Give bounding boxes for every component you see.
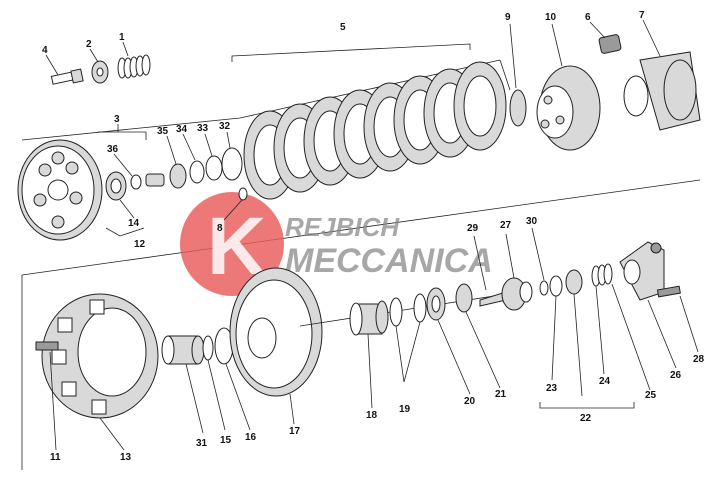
label-31: 31 xyxy=(196,438,208,449)
label-30: 30 xyxy=(526,216,538,227)
label-34: 34 xyxy=(176,124,188,135)
label-14: 14 xyxy=(128,218,140,229)
label-29: 29 xyxy=(467,223,479,234)
label-11: 11 xyxy=(50,452,61,463)
label-3: 3 xyxy=(114,114,120,125)
part-21-washer xyxy=(455,283,473,313)
part-31-sleeve xyxy=(161,335,205,365)
label-4: 4 xyxy=(42,45,48,56)
part-14-bearing xyxy=(105,171,127,201)
label-32: 32 xyxy=(219,121,231,132)
part-20-bearing xyxy=(426,287,446,321)
label-8: 8 xyxy=(217,223,223,234)
watermark-line2: MECCANICA xyxy=(285,242,493,280)
part-25-spring xyxy=(591,263,613,287)
label-17: 17 xyxy=(289,426,301,437)
part-19-circlip-a xyxy=(389,297,403,327)
label-25: 25 xyxy=(645,390,657,401)
part-24-washer xyxy=(565,269,583,295)
part-26-slave-cylinder xyxy=(619,241,665,301)
part-35-nut xyxy=(169,163,187,189)
watermark-logo: K REJBICH MECCANICA xyxy=(180,192,493,296)
part-10-clutch-hub xyxy=(536,65,601,151)
label-6: 6 xyxy=(585,12,591,23)
label-35: 35 xyxy=(157,126,169,137)
part-30-seal xyxy=(539,280,549,296)
leader-lines xyxy=(45,19,699,451)
part-4-bolt xyxy=(50,68,84,85)
label-36: 36 xyxy=(107,144,119,155)
label-27: 27 xyxy=(500,220,512,231)
label-24: 24 xyxy=(599,376,611,387)
part-19-circlip-b xyxy=(413,293,427,323)
label-9: 9 xyxy=(505,12,511,23)
label-18: 18 xyxy=(366,410,378,421)
label-13: 13 xyxy=(120,452,132,463)
part-12-pressure-plate xyxy=(17,139,103,241)
label-26: 26 xyxy=(670,370,682,381)
part-36-circlip xyxy=(130,174,142,190)
part-28-bolt xyxy=(656,285,681,298)
shaft-line xyxy=(299,291,521,327)
part-27-piston xyxy=(501,277,533,311)
part-17-primary-gear xyxy=(229,267,323,397)
part-7-housing xyxy=(623,51,701,131)
part-9-spacer xyxy=(509,89,527,127)
part-33-washer xyxy=(205,155,223,181)
part-6-damper xyxy=(598,34,622,54)
label-23: 23 xyxy=(546,383,558,394)
part-15-ring xyxy=(202,335,214,361)
part-32-ring xyxy=(221,147,243,181)
part-18-bearing xyxy=(349,300,389,336)
part-5-clutch-plates xyxy=(231,43,507,200)
label-1: 1 xyxy=(119,32,125,43)
label-21: 21 xyxy=(495,389,507,400)
label-15: 15 xyxy=(220,435,232,446)
part-11-bolt xyxy=(35,341,59,351)
callout-labels: 1 2 3 4 5 6 7 8 9 10 11 12 13 14 15 16 1… xyxy=(42,10,705,463)
label-33: 33 xyxy=(197,123,209,134)
label-10: 10 xyxy=(545,12,557,23)
label-16: 16 xyxy=(245,432,257,443)
part-13-clutch-drum xyxy=(41,293,159,419)
label-19: 19 xyxy=(399,404,411,415)
part-23-seal xyxy=(549,275,563,297)
part-2-washer xyxy=(91,60,109,84)
label-28: 28 xyxy=(693,354,705,365)
watermark-line1: REJBICH xyxy=(285,212,400,242)
label-7: 7 xyxy=(639,10,645,21)
part-3-pushrod-group xyxy=(145,173,165,187)
label-22: 22 xyxy=(580,413,592,424)
label-2: 2 xyxy=(86,39,92,50)
part-1-spring xyxy=(117,54,151,79)
part-34-washer xyxy=(189,160,205,184)
part-8-ring xyxy=(238,187,248,201)
label-12: 12 xyxy=(134,239,146,250)
label-20: 20 xyxy=(464,396,476,407)
label-5: 5 xyxy=(340,22,346,33)
